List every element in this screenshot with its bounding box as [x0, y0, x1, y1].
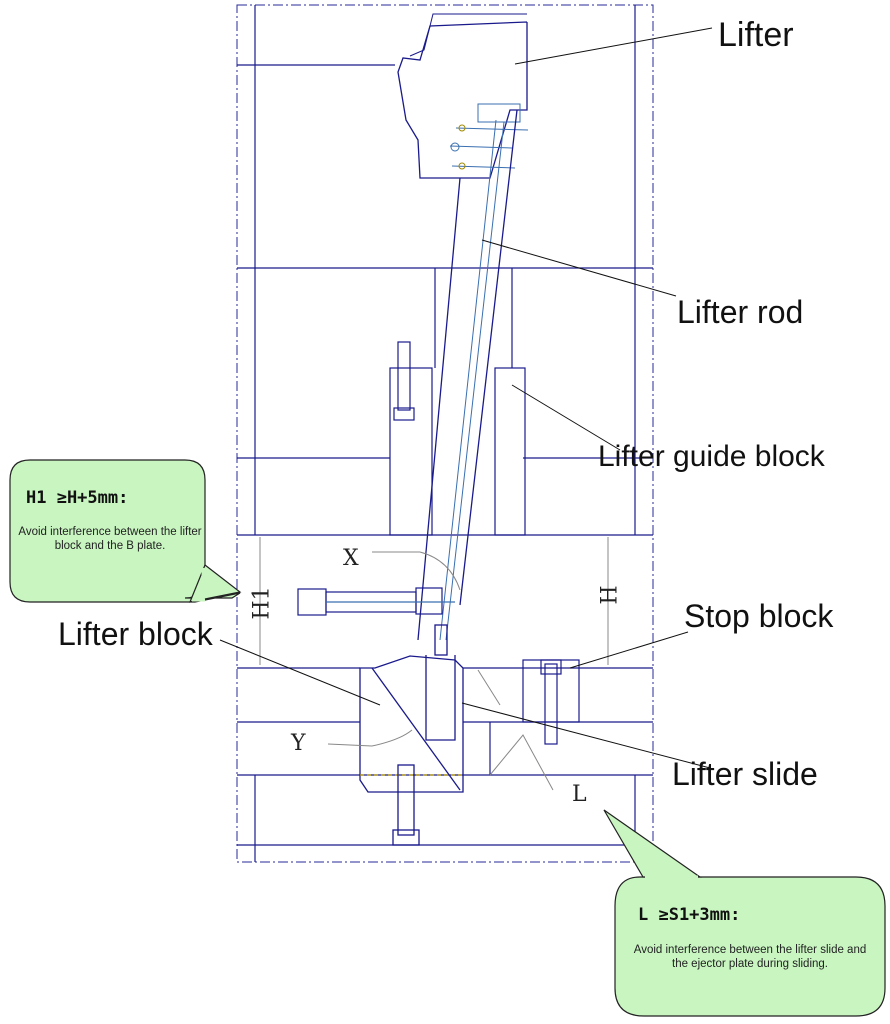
label-lifter-guide-block: Lifter guide block	[598, 440, 825, 473]
label-lifter-slide: Lifter slide	[672, 756, 818, 792]
horizontal-bolt	[297, 587, 455, 616]
label-lifter-rod: Lifter rod	[677, 294, 804, 330]
label-stop-block: Stop block	[684, 598, 834, 634]
mold-boundary	[236, 4, 654, 863]
dimension-x: X	[343, 546, 359, 571]
leader-lines	[219, 27, 713, 769]
dimension-h: H	[597, 585, 623, 605]
guide-block-shape	[389, 268, 526, 536]
h1-note-title: H1 ≥H+5mm:	[26, 488, 129, 508]
l-note-bubble	[614, 876, 886, 1017]
label-lifter: Lifter	[718, 16, 794, 54]
lifter-block-shape	[359, 624, 464, 846]
l-note-body: Avoid interference between the lifter sl…	[633, 944, 867, 970]
l-note-tail	[603, 809, 702, 878]
h1-note-body: Avoid interference between the lifter bl…	[18, 526, 202, 552]
label-lifter-block: Lifter block	[58, 616, 213, 652]
dimension-y: Y	[291, 731, 306, 756]
dimension-h1: H1	[249, 586, 275, 620]
lifter-head-shape	[397, 21, 528, 179]
l-note-title: L ≥S1+3mm:	[638, 905, 741, 925]
dimension-l: L	[572, 782, 587, 807]
stop-block-shape	[522, 659, 580, 745]
h1-note-bubble	[9, 459, 241, 603]
lifter-rod-shape	[417, 109, 518, 641]
dimension-lines	[259, 537, 609, 791]
head-screws	[449, 103, 529, 170]
